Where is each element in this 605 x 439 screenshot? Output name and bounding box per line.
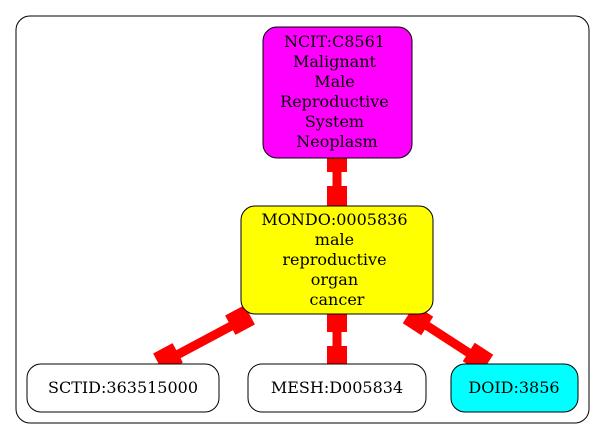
cluster-frame [15,15,590,424]
edge-end-marker [327,186,347,208]
node-label-line: MONDO:0005836 [261,210,407,229]
node-label-line: DOID:3856 [468,378,559,397]
edge-mondo-sctid [153,305,255,373]
node-mesh[interactable]: MESH:D005834 [247,363,427,413]
node-label-line: MESH:D005834 [271,378,403,397]
nodes-layer: NCIT:C8561 Malignant Male Reproductive S… [26,26,579,413]
node-label-line: reproductive [282,250,386,269]
node-label-line: Neoplasm [296,132,377,151]
node-mesh-box [247,363,427,413]
node-ncit-box [262,26,413,159]
node-sctid-box [26,363,220,413]
node-label-line: System [305,112,364,131]
edge-mondo-doid [402,304,494,374]
edges-layer [153,150,494,374]
edge-end-marker [225,305,255,335]
node-label-line: Reproductive [280,92,389,111]
node-sctid-label: SCTID:363515000 [48,378,198,397]
node-mondo-box [240,205,434,315]
edge-end-marker [327,310,347,332]
node-label-line: organ [311,270,358,289]
node-doid-label: DOID:3856 [468,378,559,397]
node-ncit[interactable]: NCIT:C8561 Malignant Male Reproductive S… [262,26,413,159]
edge-ncit-mondo [327,150,347,208]
edge-mondo-mesh [327,310,347,368]
node-doid[interactable]: DOID:3856 [450,363,579,413]
node-label-line: male [315,230,354,249]
edge-end-marker [327,346,347,368]
node-mondo[interactable]: MONDO:0005836 male reproductive organ ca… [240,205,434,315]
node-label-line: SCTID:363515000 [48,378,198,397]
node-mondo-label: MONDO:0005836 male reproductive organ ca… [261,210,412,309]
node-doid-box [450,363,579,413]
node-label-line: Malignant [293,52,377,71]
node-label-line: NCIT:C8561 [284,32,385,51]
node-label-line: Male [314,72,355,91]
node-sctid[interactable]: SCTID:363515000 [26,363,220,413]
node-label-line: cancer [310,290,365,309]
node-ncit-label: NCIT:C8561 Malignant Male Reproductive S… [280,32,394,151]
node-mesh-label: MESH:D005834 [271,378,403,397]
